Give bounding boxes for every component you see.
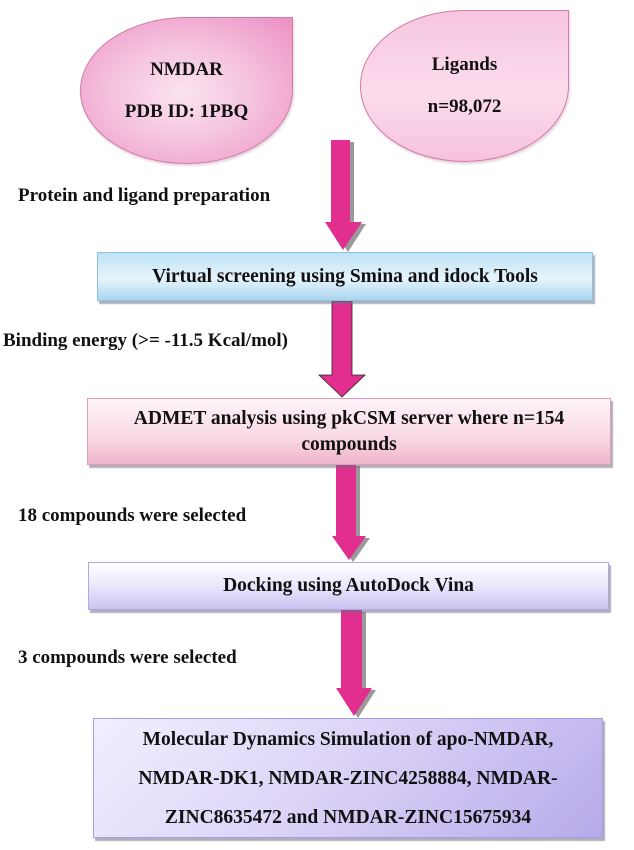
ligands-count: n=98,072: [427, 96, 502, 117]
step-text-line-2: compounds: [301, 433, 397, 455]
arrow-shape: [336, 610, 372, 716]
nmdar-pdb-id: PDB ID: 1PBQ: [124, 100, 249, 122]
edge-label-binding-energy: Binding energy (>= -11.5 Kcal/mol): [3, 330, 289, 351]
edge-label-18-compounds: 18 compounds were selected: [18, 505, 247, 526]
arrow-down-4: [336, 610, 376, 718]
step-text-line-1: ADMET analysis using pkCSM server where …: [133, 407, 565, 429]
step-text: Virtual screening using Smina and idock …: [152, 265, 538, 287]
step-text-line-2: NMDAR-DK1, NMDAR-ZINC4258884, NMDAR-: [138, 767, 558, 789]
arrow-shape: [332, 464, 366, 560]
arrow-shape: [325, 140, 362, 250]
ligands-title: Ligands: [431, 54, 498, 75]
arrow-down-2: [318, 300, 366, 398]
arrow-down-1: [325, 140, 366, 252]
arrow-shape: [318, 300, 366, 398]
edge-label-preparation: Protein and ligand preparation: [18, 185, 271, 206]
nmdar-input-node: NMDAR PDB ID: 1PBQ: [80, 17, 293, 164]
step-text-line-1: Molecular Dynamics Simulation of apo-NMD…: [142, 728, 554, 750]
step-text: Docking using AutoDock Vina: [223, 575, 474, 596]
edge-label-3-compounds: 3 compounds were selected: [18, 647, 237, 668]
step-md-simulation: Molecular Dynamics Simulation of apo-NMD…: [93, 718, 603, 838]
step-docking: Docking using AutoDock Vina: [88, 562, 609, 610]
step-admet-analysis: ADMET analysis using pkCSM server where …: [87, 398, 611, 465]
ligands-input-node: Ligands n=98,072: [360, 10, 569, 162]
step-virtual-screening: Virtual screening using Smina and idock …: [97, 252, 593, 301]
nmdar-title: NMDAR: [150, 58, 223, 80]
step-text-line-3: ZINC8635472 and NMDAR-ZINC15675934: [164, 806, 532, 828]
arrow-down-3: [332, 464, 370, 562]
